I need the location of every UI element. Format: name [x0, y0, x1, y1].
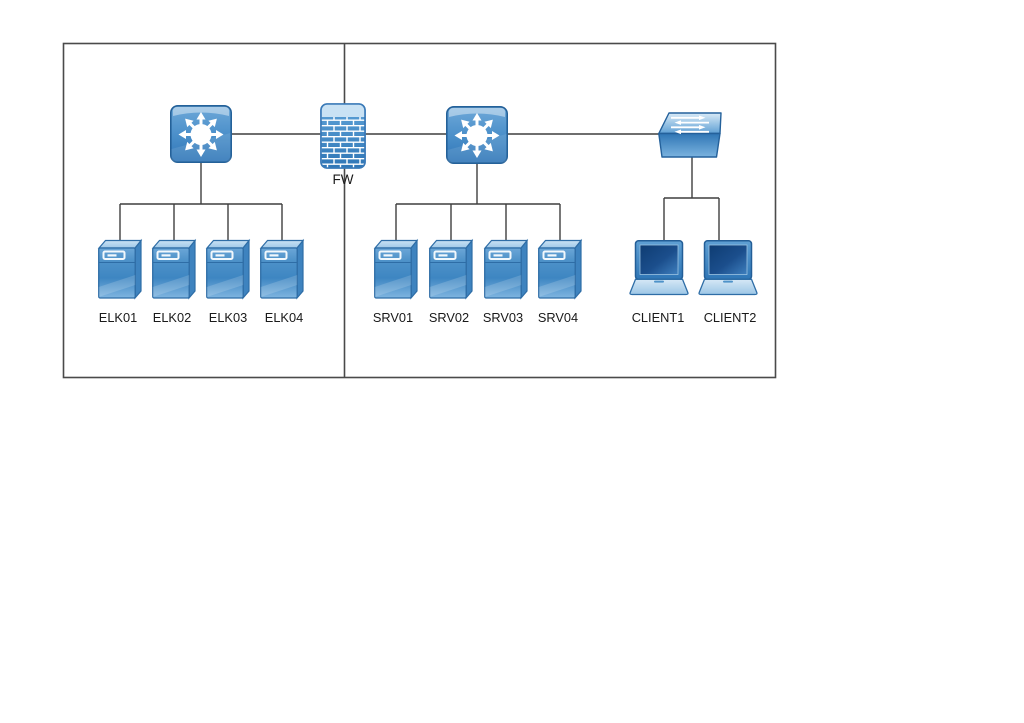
server-label-srv01: SRV01 — [373, 310, 413, 325]
laptop-icon-client2 — [698, 240, 758, 296]
server-icon-elk01 — [97, 239, 142, 299]
router-icon — [447, 107, 507, 163]
server-icon-srv02 — [428, 239, 473, 299]
server-label-srv04: SRV04 — [538, 310, 578, 325]
client-subtree-connectors — [663, 155, 720, 244]
srv-subtree-connectors — [395, 162, 561, 243]
server-icon-srv03 — [483, 239, 528, 299]
server-icon-elk04 — [259, 239, 304, 299]
switch-icon — [657, 112, 722, 158]
firewall-label: FW — [333, 172, 354, 187]
server-label-elk04: ELK04 — [265, 310, 303, 325]
router-icon — [171, 106, 231, 162]
laptop-icon-client1 — [629, 240, 689, 296]
server-label-srv03: SRV03 — [483, 310, 523, 325]
server-icon-srv04 — [537, 239, 582, 299]
server-label-elk03: ELK03 — [209, 310, 247, 325]
server-icon-elk03 — [205, 239, 250, 299]
server-label-elk01: ELK01 — [99, 310, 137, 325]
server-icon-srv01 — [373, 239, 418, 299]
server-label-srv02: SRV02 — [429, 310, 469, 325]
client-label-client2: CLIENT2 — [704, 310, 757, 325]
firewall-icon — [321, 104, 365, 168]
server-icon-elk02 — [151, 239, 196, 299]
diagram-border — [62, 42, 777, 379]
client-label-client1: CLIENT1 — [632, 310, 685, 325]
server-label-elk02: ELK02 — [153, 310, 191, 325]
elk-subtree-connectors — [119, 161, 283, 243]
